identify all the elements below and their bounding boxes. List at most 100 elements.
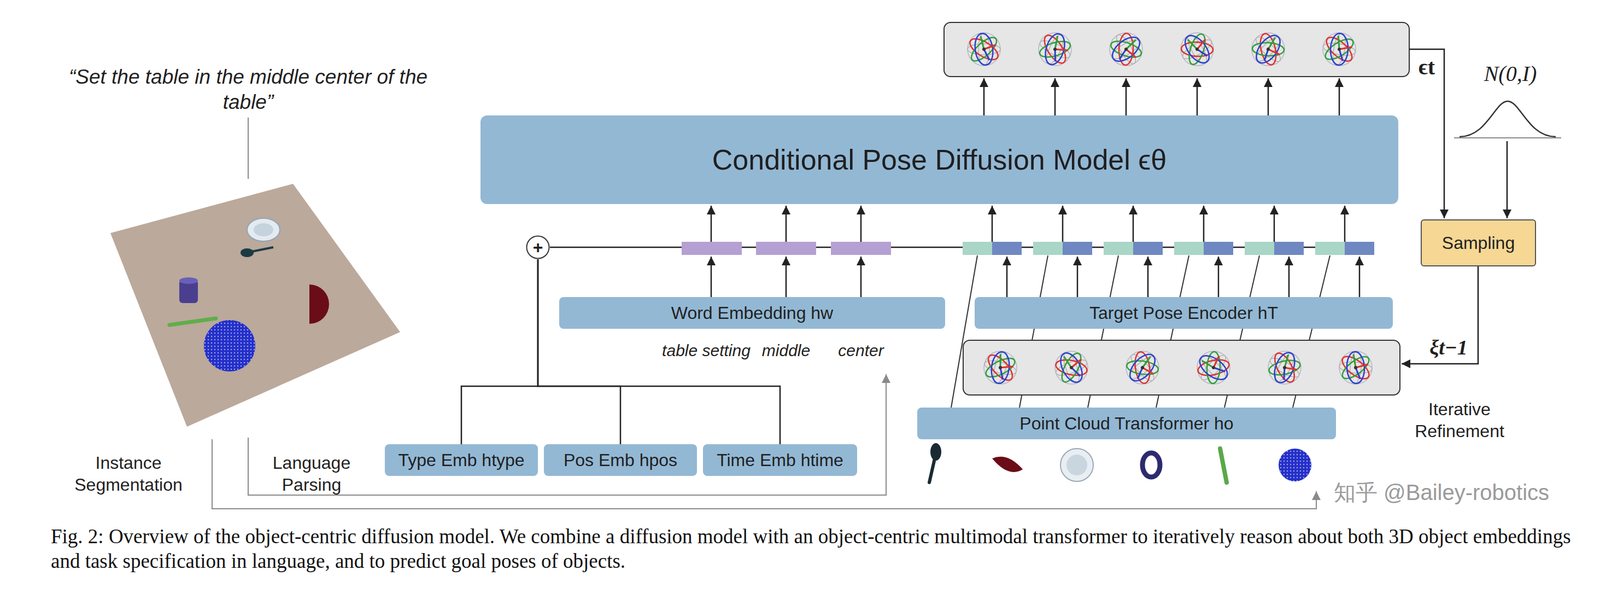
flow-arrow: [860, 256, 863, 297]
table-scene: [110, 183, 401, 427]
flow-arrow: [991, 205, 994, 242]
embedding-token: [681, 241, 742, 255]
figure-caption: Fig. 2: Overview of the object-centric d…: [50, 523, 1576, 573]
pose-panel: [1118, 343, 1167, 392]
embedding-box: Type Emb htype: [384, 443, 538, 476]
embedding-token: [992, 241, 1022, 255]
flow-arrow: [1273, 205, 1276, 242]
leader-line: [247, 117, 249, 179]
embedding-token: [1274, 241, 1304, 255]
object-point-cloud: [1142, 452, 1160, 477]
math-symbol: N(0,I): [1484, 60, 1538, 88]
pose-panel: [1173, 25, 1221, 73]
embedding-token: [755, 241, 817, 255]
token-word: middle: [762, 340, 811, 361]
embedding-box: Time Emb htime: [702, 443, 858, 476]
embedding-token: [1133, 241, 1163, 255]
circle-outline: [526, 236, 550, 259]
connector: [537, 259, 781, 444]
table-scene: [169, 318, 216, 325]
watermark: 知乎 @Bailey-robotics: [1333, 478, 1550, 506]
embedding-token: [681, 241, 1375, 255]
node-text: Word Embedding hw: [671, 302, 834, 324]
object-point-cloud: [992, 456, 1023, 472]
encoder-box: Target Pose Encoder hT: [974, 296, 1393, 329]
pose-panel: [1189, 343, 1238, 392]
encoder-box: Word Embedding hw: [559, 296, 946, 329]
object-point-cloud: [929, 458, 935, 483]
embedding-token: [1033, 241, 1063, 255]
pose-panel: [944, 22, 1410, 77]
sum-circle: +: [525, 235, 550, 260]
token-word: center: [837, 340, 884, 361]
pose-panel: [1102, 25, 1150, 73]
pose-panel: [979, 346, 1022, 389]
table-scene: [240, 248, 254, 257]
node-text: Conditional Pose Diffusion Model ϵθ: [712, 143, 1167, 177]
embedding-token: [1244, 241, 1275, 255]
embedding-token: [1315, 241, 1345, 255]
embedding-token: [1203, 241, 1234, 255]
connector: [537, 259, 621, 444]
model-box: Conditional Pose Diffusion Model ϵθ: [480, 115, 1399, 204]
embedding-token: [830, 241, 892, 255]
flow-arrow: [1132, 205, 1135, 242]
instruction-quote: “Set the table in the middle center of t…: [56, 64, 440, 116]
flow-arrow: [1054, 78, 1057, 116]
pose-panel: [1032, 26, 1078, 73]
embedding-token: [1062, 241, 1093, 255]
sampling-loop: [1409, 49, 1445, 219]
table-scene: [110, 183, 401, 427]
flow-arrow: [1196, 78, 1199, 116]
flow-arrow: [1217, 256, 1220, 297]
table-scene: [251, 247, 274, 252]
node-text: Pos Emb hpos: [563, 449, 678, 471]
pose-panel: [944, 22, 1410, 395]
table-scene: [253, 223, 274, 237]
node-text: Point Cloud Transformer ho: [1019, 413, 1234, 434]
pose-panel: [1049, 345, 1094, 390]
loop-label: Iterative Refinement: [1404, 397, 1515, 442]
flow-arrow: [1267, 78, 1270, 116]
flow-arrow: [1288, 256, 1291, 297]
embedding-box: Pos Emb hpos: [543, 443, 697, 476]
table-scene: [179, 277, 198, 284]
embedding-token: [1103, 241, 1134, 255]
flow-arrow: [860, 205, 863, 242]
sampling-loop: [1506, 141, 1509, 219]
node-text: +: [532, 237, 544, 258]
stage-label: Language Parsing: [252, 451, 371, 496]
flow-arrow: [1147, 256, 1150, 297]
flow-arrow: [983, 78, 986, 116]
flow-arrow: [1358, 256, 1361, 297]
flow-arrow: [785, 256, 788, 297]
gaussian-curve: [1459, 101, 1556, 137]
object-point-cloud: [1220, 448, 1227, 483]
flow-arrow: [1076, 256, 1079, 297]
embedding-token: [1344, 241, 1375, 255]
token-word: table setting: [661, 340, 751, 361]
node-text: Type Emb htype: [397, 449, 525, 471]
leader-line: [248, 373, 887, 495]
math-symbol: ξt−1: [1429, 334, 1468, 361]
sampling-box: Sampling: [1420, 219, 1537, 267]
flow-arrow: [1006, 256, 1008, 297]
embedding-token: [1174, 241, 1204, 255]
flow-arrow: [710, 256, 713, 297]
leader-line: [212, 438, 1317, 509]
gaussian-curve: [1454, 137, 1562, 139]
math-symbol: ϵt: [1418, 53, 1435, 81]
stage-label: Instance Segmentation: [60, 451, 197, 496]
flow-arrow: [710, 205, 713, 242]
flow-arrow: [1125, 78, 1128, 116]
table-scene: [309, 284, 330, 324]
sampling-loop: [1401, 49, 1508, 364]
flow-arrow: [785, 205, 788, 242]
object-point-cloud: [929, 442, 1312, 483]
pose-panel: [1261, 343, 1308, 391]
connector: [461, 259, 538, 444]
node-text: Time Emb htime: [716, 449, 844, 471]
pose-panel: [966, 32, 1002, 67]
object-point-cloud: [1278, 448, 1312, 482]
pose-panel: [963, 340, 1400, 395]
